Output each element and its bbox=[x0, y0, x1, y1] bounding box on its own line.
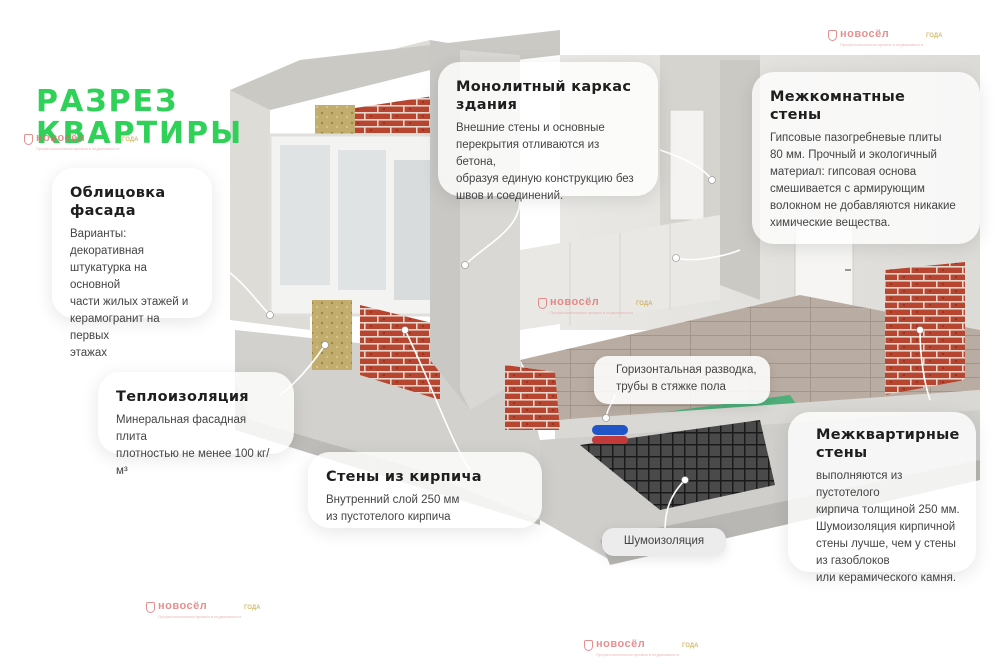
card-text: Варианты: декоративная штукатурка на осн… bbox=[70, 228, 189, 359]
card-text: выполняются из пустотелого кирпича толщи… bbox=[816, 470, 960, 584]
card-text: Минеральная фасадная плита плотностью не… bbox=[116, 414, 270, 477]
watermark-sub: Профессиональная премия в недвижимости bbox=[158, 614, 241, 619]
label-horizontal-wiring: Горизонтальная разводка, трубы в стяжке … bbox=[594, 356, 770, 404]
watermark-year: ГОДА bbox=[925, 32, 943, 39]
watermark-name: новосёл bbox=[550, 296, 600, 308]
card-text: Внутренний слой 250 мм из пустотелого ки… bbox=[326, 494, 460, 523]
card-text: Внешние стены и основные перекрытия отли… bbox=[456, 122, 634, 202]
watermark-name: новосёл bbox=[840, 28, 890, 40]
watermark-year: ГОДА bbox=[243, 604, 261, 611]
seal-icon bbox=[24, 134, 33, 145]
seal-icon bbox=[584, 640, 593, 651]
seal-icon bbox=[146, 602, 155, 613]
title-line-1: Разрез bbox=[36, 84, 179, 119]
card-heading: Межкомнатные стены bbox=[770, 89, 906, 123]
card-partition-walls: Межкомнатные стены Гипсовые пазогребневы… bbox=[752, 72, 980, 244]
seal-icon bbox=[828, 30, 837, 41]
card-monolithic-frame: Монолитный каркас здания Внешние стены и… bbox=[438, 62, 658, 202]
watermark-sub: Профессиональная премия в недвижимости bbox=[840, 42, 923, 47]
card-thermal-insulation: Теплоизоляция Минеральная фасадная плита… bbox=[98, 372, 294, 477]
watermark-year: ГОДА bbox=[635, 300, 653, 307]
page-title: Разрез квартиры bbox=[36, 86, 243, 150]
watermark-name: новосёл bbox=[596, 638, 646, 650]
watermark-sub: Профессиональная премия в недвижимости bbox=[596, 652, 679, 657]
card-heading: Теплоизоляция bbox=[116, 389, 249, 405]
card-interapartment-walls: Межквартирные стены выполняются из пусто… bbox=[788, 412, 976, 584]
card-heading: Монолитный каркас здания bbox=[456, 79, 632, 113]
card-text: Гипсовые пазогребневые плиты 80 мм. Проч… bbox=[770, 132, 956, 229]
card-heading: Облицовка фасада bbox=[70, 185, 166, 219]
watermark-year: ГОДА bbox=[121, 136, 139, 143]
title-line-2: квартиры bbox=[36, 116, 244, 151]
label-soundproofing: Шумоизоляция bbox=[602, 528, 726, 556]
card-heading: Межквартирные стены bbox=[816, 427, 960, 461]
watermark-sub: Профессиональная премия в недвижимости bbox=[36, 146, 119, 151]
card-facade-cladding: Облицовка фасада Варианты: декоративная … bbox=[52, 168, 212, 359]
watermark-sub: Профессиональная премия в недвижимости bbox=[550, 310, 633, 315]
card-brick-walls: Стены из кирпича Внутренний слой 250 мм … bbox=[308, 452, 542, 528]
card-heading: Стены из кирпича bbox=[326, 469, 482, 485]
watermark-name: новосёл bbox=[158, 600, 208, 612]
watermark-year: ГОДА bbox=[681, 642, 699, 649]
watermark-name: новосёл bbox=[36, 132, 86, 144]
seal-icon bbox=[538, 298, 547, 309]
